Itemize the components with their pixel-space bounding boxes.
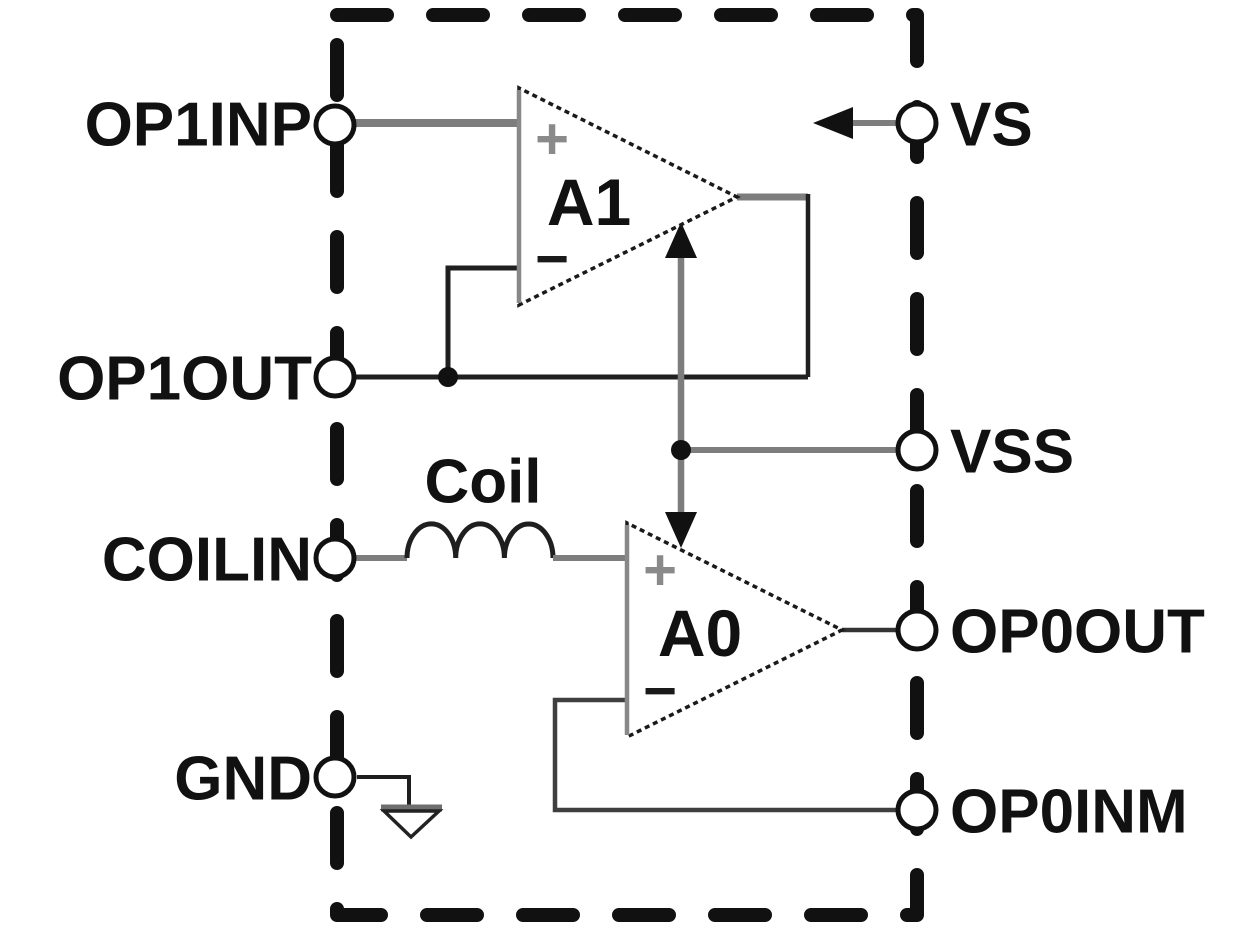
pin-label-vs: VS — [950, 91, 1033, 160]
opamp-a1-plus-mark: + — [535, 107, 569, 172]
wire-gnd — [357, 775, 411, 807]
pin-label-op1out: OP1OUT — [57, 345, 312, 414]
pin-circle-op1out — [313, 355, 357, 399]
opamp-a0-label: A0 — [658, 596, 742, 670]
opamp-a0-triangle — [625, 520, 846, 740]
pin-label-op1inp: OP1INP — [85, 91, 312, 160]
pin-circle-coilin — [313, 536, 357, 580]
arrow-down-icon — [665, 512, 697, 548]
junction-dot-vss — [671, 440, 691, 460]
pin-label-op0inm: OP0INM — [950, 778, 1188, 847]
pin-circle-vs — [895, 101, 939, 145]
coil-label: Coil — [424, 448, 541, 517]
ground-icon — [379, 809, 444, 840]
opamp-a1-minus-mark: − — [535, 227, 569, 292]
arrow-left-icon — [813, 107, 853, 139]
arrow-up-icon — [665, 222, 697, 258]
wire-a0-feedback-to-op0inm — [552, 697, 898, 813]
junction-dot-op1out-feedback — [438, 367, 458, 387]
pin-label-coilin: COILIN — [102, 526, 312, 595]
wire-a1-feedback — [445, 265, 517, 377]
pin-circle-op1inp — [313, 103, 357, 147]
opamp-a0-minus-mark: − — [643, 659, 677, 724]
inductor-coil-icon — [404, 521, 556, 559]
opamp-a1-label: A1 — [547, 165, 631, 239]
opamp-a0-plus-mark: + — [643, 538, 677, 603]
pin-circle-op0inm — [895, 788, 939, 832]
pin-label-vss: VSS — [950, 418, 1074, 487]
pin-circle-vss — [895, 428, 939, 472]
pin-label-op0out: OP0OUT — [950, 598, 1205, 667]
pin-label-gnd: GND — [174, 745, 312, 814]
pin-circle-op0out — [895, 608, 939, 652]
chip-boundary — [330, 8, 924, 922]
pin-circle-gnd — [313, 755, 357, 799]
